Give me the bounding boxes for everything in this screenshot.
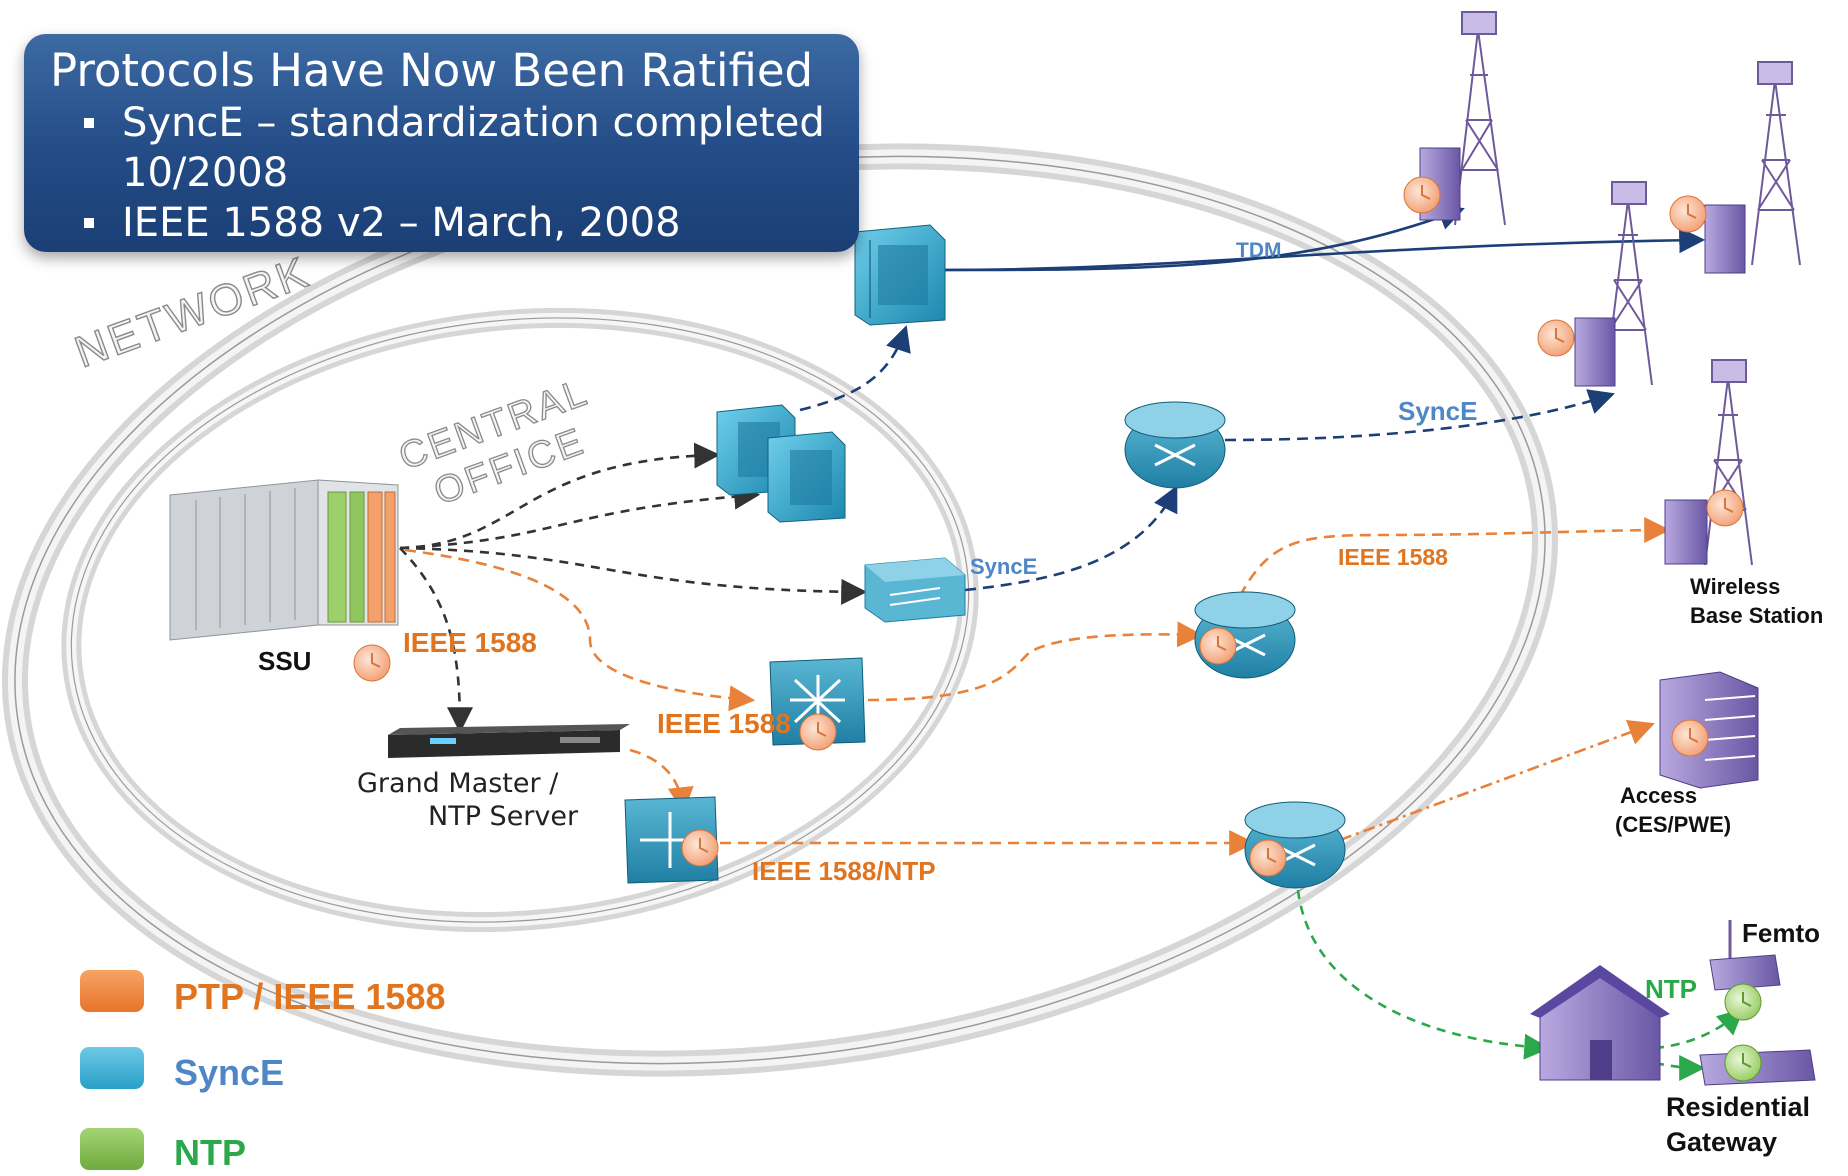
link-orange-switch-router [867,621,1204,702]
links [399,205,1744,1081]
link-green-gateway [1654,1054,1706,1081]
link-black-4 [399,547,473,734]
link-orange-router-wireless [1238,517,1671,597]
link-orange-access [1339,720,1655,842]
access-label-line2: (CES/PWE) [1615,812,1731,837]
tower-icon-3 [1604,181,1653,386]
tower-icon-2 [1751,61,1801,266]
link-navy-ssu-top [799,325,911,412]
legend-label-ntp: NTP [174,1132,246,1173]
legend-swatch-ptp [80,970,144,1012]
grandmaster-label-line1: Grand Master / [357,768,559,799]
ieee-top-label: IEEE 1588 [1338,544,1448,570]
link-tdm-2 [939,227,1706,272]
ssu-rack-icon [169,479,399,641]
synce-switch-icon [864,557,966,623]
base-station-icon-4 [1664,499,1708,565]
clock-icon [1249,839,1287,877]
clock-icon [353,644,391,682]
femto-label: Femto [1742,918,1820,948]
link-navy-synce-top [1224,389,1615,442]
synce-mid-label: SyncE [970,554,1037,579]
title-callout: Protocols Have Now Been Ratified SyncE –… [24,34,859,252]
page-title: Protocols Have Now Been Ratified [50,44,814,97]
tdm-switch-icon [854,224,946,326]
clock-icon [1724,1044,1762,1082]
link-black-3 [399,546,868,605]
clock-icon [1724,983,1762,1021]
central-office-ring [61,307,979,933]
link-black-1 [399,442,721,550]
clock-icon [1537,319,1575,357]
ssu-label: SSU [258,646,311,676]
base-station-icon-3 [1574,317,1616,387]
femto-device-icon [1709,920,1781,991]
wireless-label-line1: Wireless [1690,574,1780,599]
house-icon [1530,965,1670,1081]
access-building-icon [1659,671,1759,789]
link-black-2 [399,483,761,550]
grandmaster-server-icon [388,724,630,758]
tower-icon-1 [1454,11,1506,226]
co-device-2-icon [767,431,846,523]
clock-icon [1706,489,1744,527]
legend-swatch-ntp [80,1128,144,1170]
clock-icon [799,713,837,751]
link-green-femto [1654,1008,1744,1050]
legend-label-synce: SyncE [174,1052,285,1093]
bullet-icon [84,218,94,228]
clock-icon [1671,719,1709,757]
clock-icon [1199,627,1237,665]
clock-icon [681,829,719,867]
bullet-text: SyncE – standardization completed [122,100,825,146]
clock-icon [1403,176,1441,214]
ieee-ntp-label: IEEE 1588/NTP [752,856,936,886]
base-station-icon-2 [1704,204,1746,274]
link-green-house [1296,889,1551,1060]
legend-label-ptp: PTP / IEEE 1588 [174,976,446,1017]
ntp-label: NTP [1645,974,1697,1004]
wireless-label-line2: Base Station [1690,603,1823,628]
ieee-switch-icon [769,657,866,746]
bullet-item: IEEE 1588 v2 – March, 2008 [84,198,859,248]
legend-swatch-synce [80,1047,144,1089]
tdm-label: TDM [1236,239,1282,262]
bullet-text: IEEE 1588 v2 – March, 2008 [122,200,681,246]
link-navy-synce-mid [964,485,1178,592]
link-orange-ssu-switch [404,548,756,712]
bullet-icon [84,118,94,128]
synce-top-label: SyncE [1398,396,1478,426]
ieee-switch-label: IEEE 1588 [657,708,791,739]
residential-label-line1: Residential [1666,1092,1810,1122]
residential-label-line2: Gateway [1666,1127,1777,1157]
grandmaster-label-line2: NTP Server [428,801,579,832]
router-synce-icon [1124,401,1226,489]
clock-icon [1669,195,1707,233]
ieee-ssu-label: IEEE 1588 [403,627,537,658]
bullet-text-cont: 10/2008 [122,150,289,196]
tower-icon-4 [1704,359,1753,566]
access-label-line1: Access [1620,783,1697,808]
